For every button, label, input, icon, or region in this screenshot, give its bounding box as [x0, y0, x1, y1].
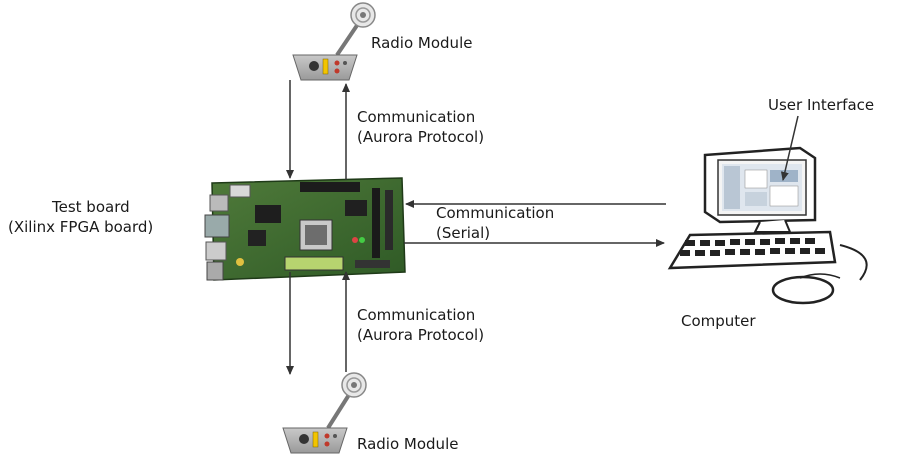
radio-module-bottom-icon: [282, 372, 367, 454]
fpga-board-icon: [204, 177, 406, 281]
comm-serial-line1: Communication: [436, 204, 555, 222]
comm-aurora-top-line2: (Aurora Protocol): [357, 128, 485, 146]
comm-aurora-top-line1: Communication: [357, 108, 476, 126]
user-interface-label: User Interface: [768, 96, 875, 114]
radio-module-bottom-label: Radio Module: [357, 435, 459, 453]
radio-module-top-label: Radio Module: [371, 34, 473, 52]
radio-module-top-icon: [292, 2, 376, 81]
user-interface-pointer: [780, 115, 799, 181]
comm-serial-line2: (Serial): [436, 224, 491, 242]
computer-icon: [667, 146, 868, 305]
comm-aurora-bottom-line1: Communication: [357, 306, 476, 324]
test-board-label-line2: (Xilinx FPGA board): [8, 218, 154, 236]
computer-label: Computer: [681, 312, 756, 330]
test-board-label-line1: Test board: [52, 198, 130, 216]
comm-aurora-bottom-line2: (Aurora Protocol): [357, 326, 485, 344]
